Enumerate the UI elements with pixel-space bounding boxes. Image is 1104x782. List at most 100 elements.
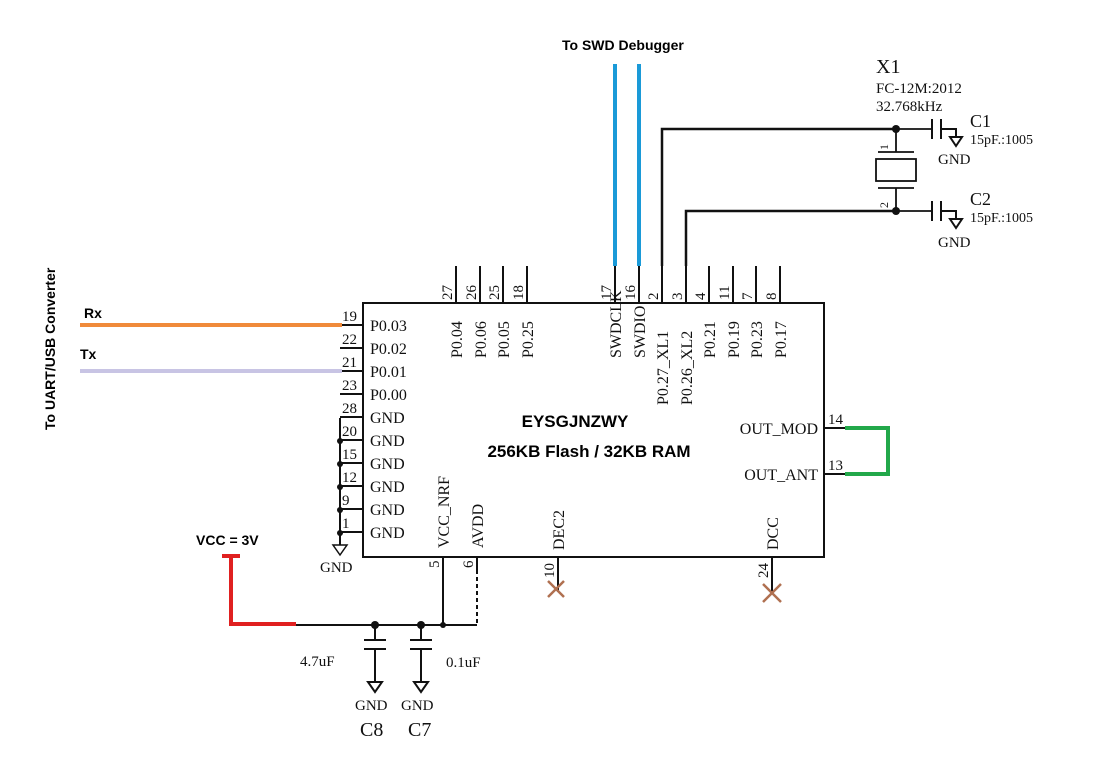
bottom-pin-name: VCC_NRF: [436, 476, 453, 548]
chip-body: [362, 302, 825, 558]
crystal-x1: [875, 128, 932, 212]
capacitor-c7: [410, 625, 432, 694]
bottom-pin-number: 6: [461, 560, 477, 568]
top-pin-number: 17: [599, 285, 615, 301]
left-pin-name: P0.00: [370, 387, 407, 404]
c1-ref: C1: [970, 111, 991, 131]
gnd-label-left: GND: [320, 560, 353, 576]
c7-gnd: GND: [401, 698, 434, 714]
crystal-pin1: 1: [877, 144, 891, 150]
power-net: [296, 570, 478, 626]
top-pin-number: 4: [693, 292, 709, 300]
c1-gnd: GND: [938, 152, 971, 168]
left-pin-name: GND: [370, 433, 405, 450]
tx-label: Tx: [80, 346, 97, 362]
top-pin-name: P0.19: [726, 321, 743, 358]
crystal-pin2: 2: [877, 202, 891, 208]
right-pin-name: OUT_ANT: [744, 467, 818, 484]
left-pin-number: 28: [342, 401, 357, 417]
c2-gnd: GND: [938, 235, 971, 251]
top-pin-name: P0.21: [702, 321, 719, 358]
c7-value: 0.1uF: [446, 655, 481, 671]
c1-value: 15pF.:1005: [970, 133, 1033, 148]
chip-name: EYSGJNZWY: [522, 412, 629, 431]
no-connect-dec2: [547, 580, 565, 598]
left-pin-name: GND: [370, 410, 405, 427]
swd-label: To SWD Debugger: [562, 37, 684, 53]
crystal-freq: 32.768kHz: [876, 99, 943, 115]
left-pin-name: GND: [370, 456, 405, 473]
vcc-label: VCC = 3V: [196, 532, 259, 548]
bottom-pin-name: AVDD: [470, 504, 487, 548]
c2-ref: C2: [970, 189, 991, 209]
bottom-pin-number: 5: [427, 561, 443, 569]
top-pin-name: P0.04: [449, 321, 466, 358]
no-connect-dcc: [762, 583, 782, 603]
top-pin-name: P0.27_XL1: [655, 331, 672, 405]
left-pin-name: GND: [370, 479, 405, 496]
crystal-ref: X1: [876, 56, 900, 78]
top-pin-number: 11: [717, 286, 733, 300]
top-pin-number: 18: [511, 285, 527, 300]
crystal-part: FC-12M:2012: [876, 81, 962, 97]
crystal-wires: [660, 127, 896, 266]
left-pin-number: 12: [342, 470, 357, 486]
c2-value: 15pF.:1005: [970, 211, 1033, 226]
left-pin-name: GND: [370, 525, 405, 542]
junction-xl2: [892, 207, 900, 215]
bottom-pin-number: 24: [756, 563, 772, 579]
capacitor-c1: [931, 119, 964, 148]
right-pin-number: 14: [828, 412, 844, 428]
left-pin-name: P0.02: [370, 341, 407, 358]
left-pin-number: 19: [342, 309, 357, 325]
junction-vcc: [440, 622, 446, 628]
capacitor-c2: [931, 201, 964, 230]
top-pin-number: 16: [623, 285, 639, 301]
c8-gnd: GND: [355, 698, 388, 714]
junction-xl1: [892, 125, 900, 133]
top-pins: 27P0.0426P0.0625P0.0518P0.2517SWDCLK16SW…: [440, 266, 790, 405]
top-pin-name: P0.26_XL2: [679, 331, 696, 405]
rx-label: Rx: [84, 305, 102, 321]
left-pins: 19P0.0322P0.0221P0.0123P0.0028GND20GND15…: [340, 309, 407, 542]
top-pin-name: P0.25: [520, 321, 537, 358]
left-pin-number: 21: [342, 355, 357, 371]
left-pin-name: P0.03: [370, 318, 407, 335]
bottom-pin-name: DEC2: [551, 510, 568, 550]
left-pin-number: 23: [342, 378, 357, 394]
right-pin-name: OUT_MOD: [740, 421, 818, 438]
antenna-loop: [845, 426, 890, 476]
bottom-pin-number: 10: [542, 563, 558, 578]
vcc-wire: [229, 556, 296, 626]
left-pin-number: 15: [342, 447, 357, 463]
top-pin-number: 27: [440, 285, 456, 301]
left-pin-number: 9: [342, 493, 350, 509]
c7-ref: C7: [408, 719, 431, 741]
right-pin-number: 13: [828, 458, 843, 474]
bottom-pins: 5 VCC_NRF 6 AVDD 10 DEC2 24 DCC: [427, 476, 782, 592]
c8-value: 4.7uF: [300, 654, 335, 670]
top-pin-name: SWDIO: [632, 306, 649, 358]
top-pin-number: 3: [670, 293, 686, 301]
left-pin-number: 22: [342, 332, 357, 348]
bottom-pin-name: DCC: [765, 517, 782, 550]
left-pin-number: 1: [342, 516, 350, 532]
gnd-bus: [331, 418, 349, 557]
chip-memory: 256KB Flash / 32KB RAM: [487, 442, 690, 461]
left-pin-number: 20: [342, 424, 357, 440]
top-pin-number: 8: [764, 293, 780, 301]
top-pin-number: 26: [464, 285, 480, 301]
top-pin-name: P0.05: [496, 321, 513, 358]
top-pin-number: 2: [646, 293, 662, 301]
top-pin-name: P0.06: [473, 321, 490, 358]
capacitor-c8: [364, 625, 386, 694]
c8-ref: C8: [360, 719, 383, 741]
left-pin-name: GND: [370, 502, 405, 519]
left-pin-name: P0.01: [370, 364, 407, 381]
uart-label: To UART/USB Converter: [42, 267, 58, 430]
top-pin-name: P0.17: [773, 321, 790, 358]
top-pin-name: P0.23: [749, 321, 766, 358]
top-pin-number: 7: [740, 292, 756, 300]
